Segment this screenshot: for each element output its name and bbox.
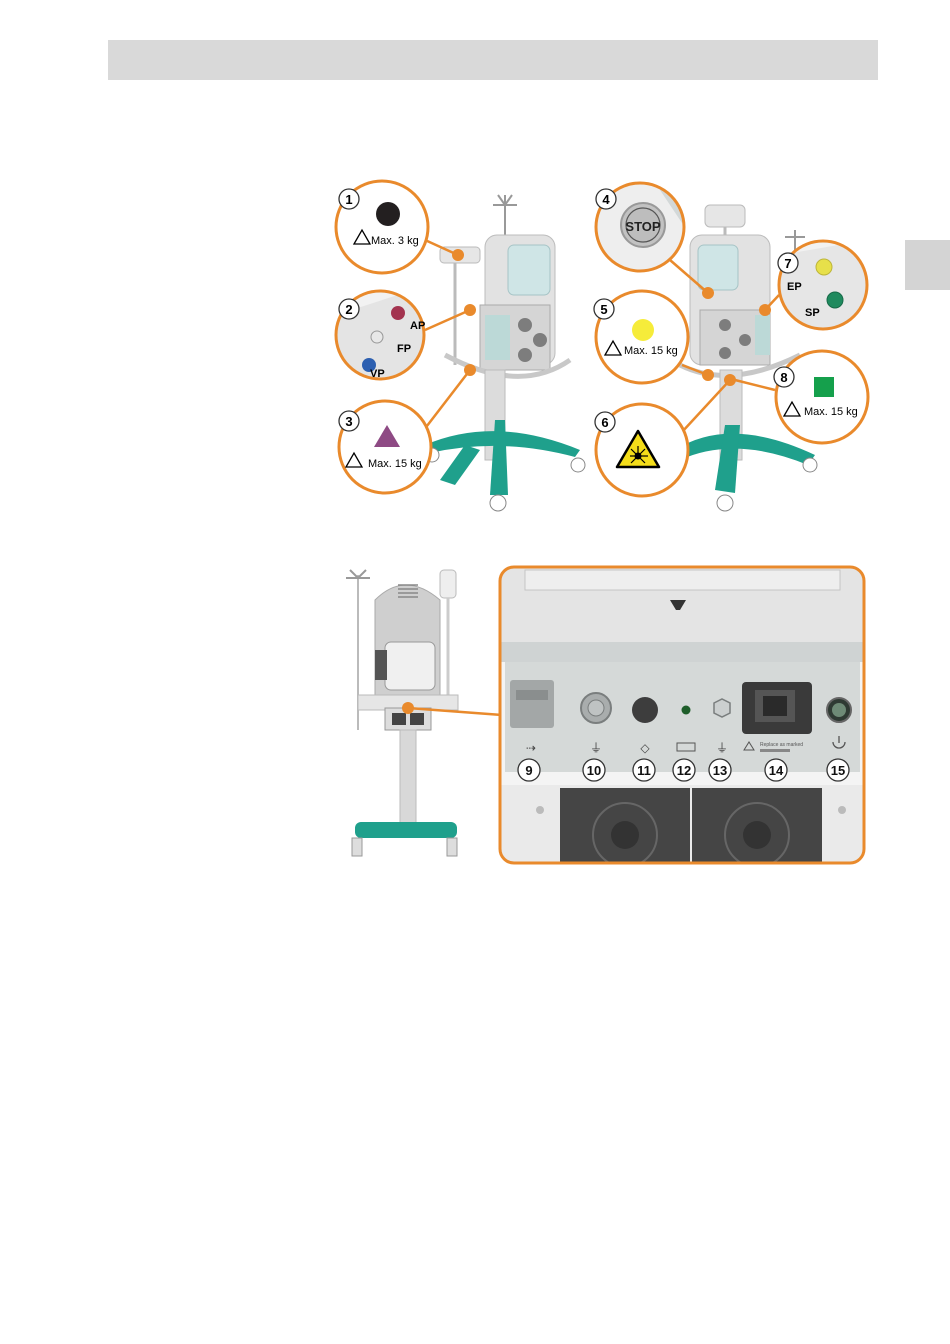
fuse-label: Replace as marked [760, 742, 803, 748]
ep-port-icon [816, 259, 832, 275]
port-label-fp: FP [397, 343, 411, 355]
device-front-view [425, 195, 585, 511]
connector-panel: ⇢ ⏚ ◇ ⏚ Replace as marked [500, 567, 864, 868]
device-front-figure: Max. 3 kg 1 AP FP VP 2 Max. 15 kg 3 [330, 175, 875, 520]
callout-4: STOP 4 [596, 175, 690, 271]
fp-port-icon [371, 331, 383, 343]
load-label: Max. 15 kg [368, 458, 422, 470]
device-rear-view [346, 570, 502, 856]
callout-3: Max. 15 kg 3 [339, 401, 431, 493]
status-led-icon [682, 706, 691, 715]
stop-label: STOP [625, 219, 660, 234]
connector-number: 9 [525, 763, 532, 778]
callout-number: 1 [345, 192, 352, 207]
port-label-ep: EP [787, 281, 802, 293]
callout-8: Max. 15 kg 8 [774, 351, 868, 443]
connector-number: 10 [587, 763, 601, 778]
callout-number: 6 [601, 415, 608, 430]
ap-port-icon [391, 306, 405, 320]
usb-symbol: ⇢ [526, 741, 536, 755]
callout-2: AP FP VP 2 [336, 291, 430, 385]
port-label-ap: AP [410, 320, 425, 332]
callout-number: 7 [784, 256, 791, 271]
sp-port-icon [827, 292, 843, 308]
connector-number: 12 [677, 763, 691, 778]
load-label: Max. 15 kg [624, 345, 678, 357]
usb-port-icon [510, 680, 554, 728]
port-label-vp: VP [370, 368, 385, 380]
callout-1: Max. 3 kg 1 [336, 181, 428, 273]
callout-number: 5 [600, 302, 607, 317]
callout-7: EP SP 7 [778, 241, 870, 335]
ground-terminal-icon [714, 699, 730, 717]
port-10-symbol: ⏚ [590, 741, 602, 755]
callout-number: 2 [345, 302, 352, 317]
connector-number: 15 [831, 763, 845, 778]
chapter-tab [905, 240, 950, 290]
section-header-bar [108, 40, 878, 80]
black-circle-icon [376, 202, 400, 226]
ground-symbol: ⏚ [716, 741, 728, 755]
yellow-circle-icon [632, 319, 654, 341]
callout-number: 8 [780, 370, 787, 385]
port-11-symbol: ◇ [640, 741, 650, 755]
callout-6: 6 [595, 404, 688, 496]
green-square-icon [814, 377, 834, 397]
network-port-icon [632, 697, 658, 723]
callout-5: Max. 15 kg 5 [594, 291, 688, 383]
callout-number: 4 [602, 192, 610, 207]
connector-number: 14 [769, 763, 784, 778]
connector-number: 13 [713, 763, 727, 778]
connector-number: 11 [637, 763, 651, 778]
load-label: Max. 3 kg [371, 235, 419, 247]
device-rear-figure: ⇢ ⏚ ◇ ⏚ Replace as marked [330, 560, 875, 870]
callout-number: 3 [345, 414, 352, 429]
port-label-sp: SP [805, 307, 820, 319]
load-label: Max. 15 kg [804, 406, 858, 418]
